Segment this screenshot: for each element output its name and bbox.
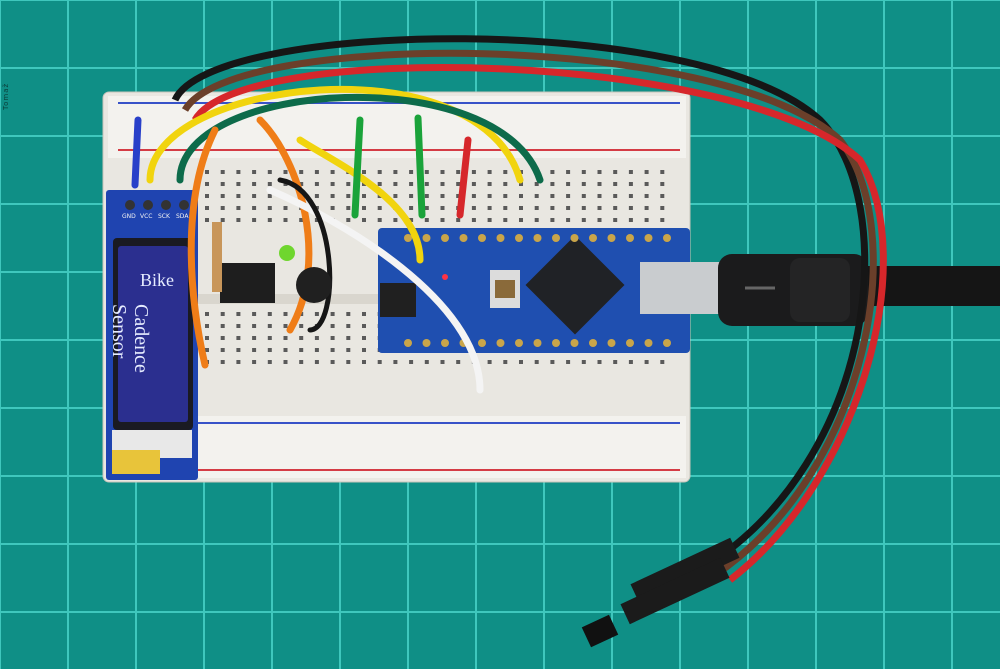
oled-text-line1: Bike	[140, 270, 174, 290]
arduino-header-pins	[404, 234, 671, 347]
usb-cable	[718, 254, 1000, 326]
hall-sensor-capacitor	[296, 267, 332, 303]
oled-pin-sck: SCK	[158, 213, 170, 220]
resistor	[212, 222, 222, 292]
dupont-connectors	[581, 537, 740, 648]
oled-text-line2: Cadence	[130, 304, 152, 373]
oled-text-line3: Sensor	[108, 304, 130, 359]
photographer-watermark: Tomaž	[2, 82, 10, 110]
oled-pin-vcc: VCC	[140, 213, 153, 220]
green-led	[279, 245, 295, 261]
sensor-wire-bundle	[171, 35, 887, 583]
oled-pin-sda: SDA	[176, 213, 189, 220]
oled-module	[106, 190, 198, 480]
oled-pin-gnd: GND	[122, 213, 136, 220]
ic-chip	[220, 263, 275, 303]
jumper-wires	[131, 86, 544, 394]
